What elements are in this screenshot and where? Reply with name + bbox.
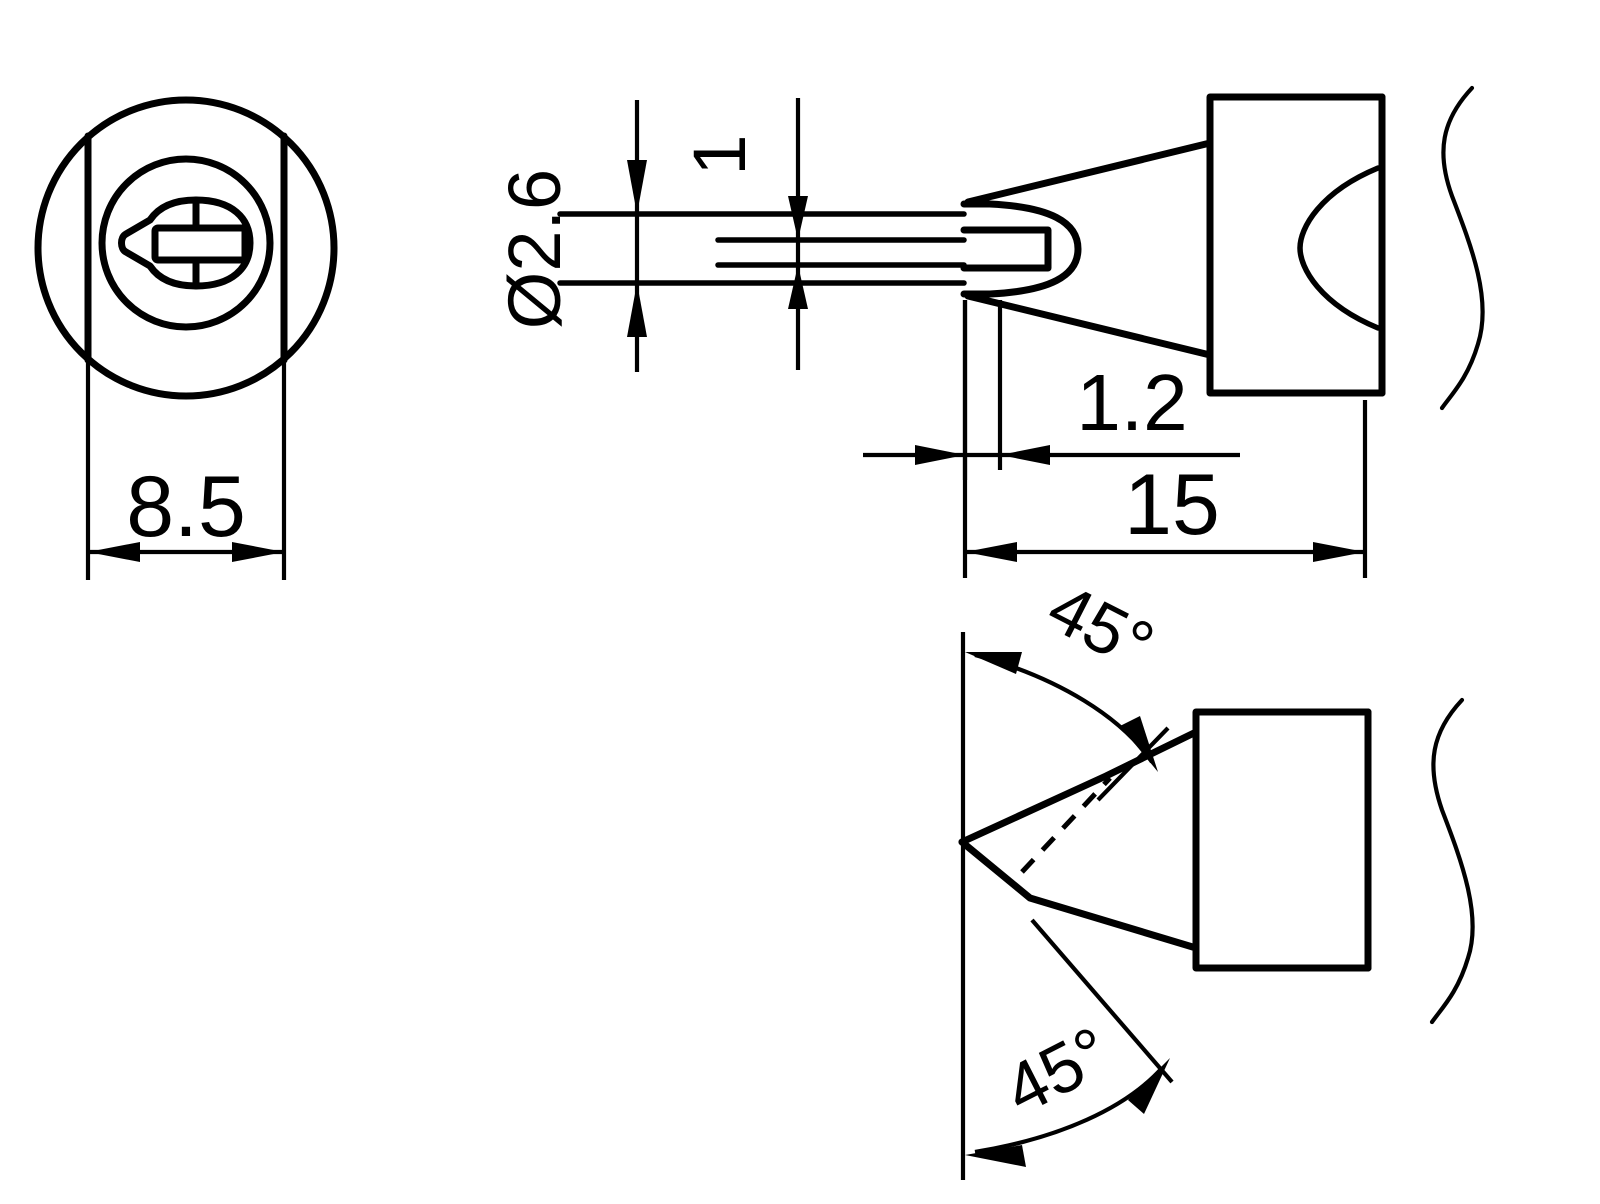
front-view-slot-rect bbox=[151, 224, 249, 264]
dim-15-arrow-right bbox=[1313, 542, 1365, 562]
dim-26-label: Ø2.6 bbox=[493, 169, 576, 329]
dim-26-arrow-bottom bbox=[627, 283, 647, 337]
angle-lower-arrow-end bbox=[1128, 1058, 1170, 1114]
dim-1-arrow-bottom bbox=[788, 265, 808, 309]
dim-26-arrow-top bbox=[627, 160, 647, 214]
angle-lower-arrow-start bbox=[965, 1145, 1026, 1167]
angle-lower-leader bbox=[1030, 918, 1174, 1084]
top-view-tip-inner-slot bbox=[960, 226, 1052, 272]
angle-upper-arrow-end bbox=[1120, 716, 1158, 772]
angle-upper-arrow-start bbox=[965, 652, 1022, 674]
dim-15-arrow-left bbox=[965, 542, 1017, 562]
front-view: 8.5 bbox=[34, 96, 338, 580]
dim-85-arrow-left bbox=[88, 542, 140, 562]
dim-12-arrow-left bbox=[915, 445, 965, 465]
bottom-view-hidden-line bbox=[1020, 776, 1112, 874]
front-view-outer-circle bbox=[34, 96, 338, 400]
side-view-top: Ø2.6 1 1.2 15 bbox=[493, 85, 1485, 578]
dim-12-arrow-right bbox=[1000, 445, 1050, 465]
dim-1-arrow-top bbox=[788, 196, 808, 240]
front-view-slot-profile bbox=[118, 196, 254, 290]
front-view-inner-circle bbox=[98, 155, 274, 331]
angle-upper-label: 45° bbox=[1036, 568, 1166, 686]
dim-12-label: 1.2 bbox=[1076, 358, 1187, 447]
side-view-bottom: 45° 45° bbox=[958, 568, 1475, 1180]
top-view-cylinder-curve bbox=[1297, 165, 1381, 331]
dim-85-label: 8.5 bbox=[126, 459, 246, 555]
dim-85-arrow-right bbox=[232, 542, 284, 562]
angle-upper-leader bbox=[1096, 726, 1170, 802]
dim-1-label: 1 bbox=[678, 134, 761, 175]
top-view-tip-outer-profile bbox=[960, 200, 1082, 298]
top-view-body-lower-edge bbox=[964, 292, 1386, 397]
dim-15-label: 15 bbox=[1124, 457, 1220, 553]
bottom-view-lower-edge bbox=[958, 838, 1372, 972]
top-view-body-upper-edge bbox=[964, 93, 1386, 206]
bottom-view-break-line bbox=[1429, 697, 1475, 1025]
top-view-break-line bbox=[1439, 85, 1485, 411]
